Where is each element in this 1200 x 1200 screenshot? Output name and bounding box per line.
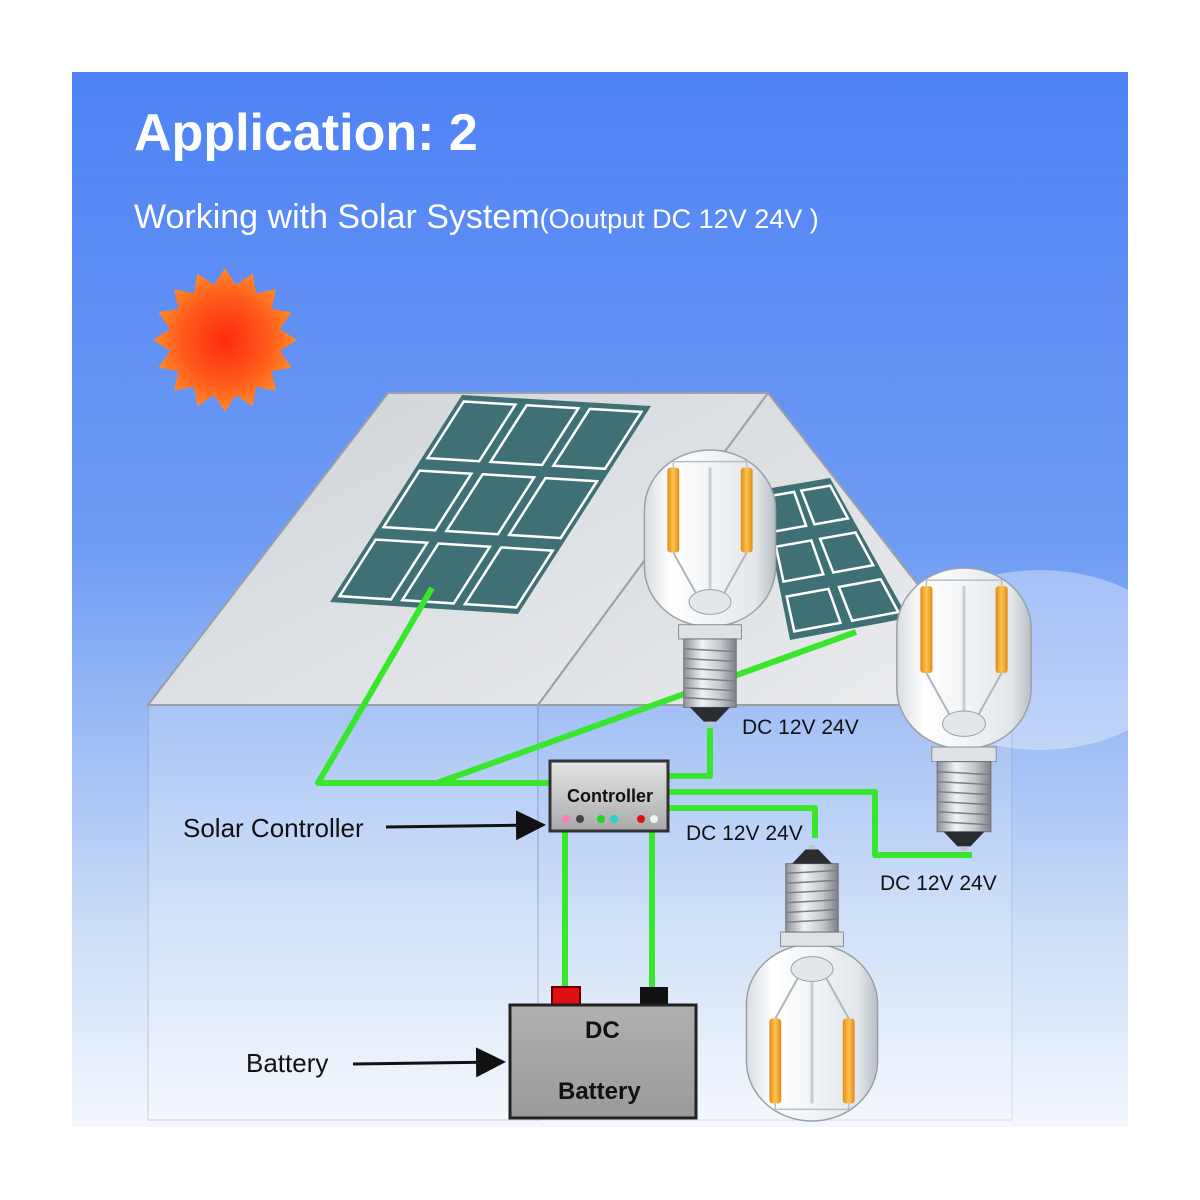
battery-terminal-negative [640,987,668,1007]
house-wall-left [147,704,539,1121]
wire-controller-to-bulb1 [668,728,713,779]
solar-cell [488,403,581,467]
wire-panel2-to-controller [435,629,858,786]
arrow-icon [385,810,546,841]
solar-cell [425,400,518,463]
page-subtitle: Working with Solar System(Ooutput DC 12V… [134,198,819,236]
sun-icon [153,268,297,412]
battery-label: Battery [246,1048,328,1078]
solar-cell [337,538,430,601]
battery-icon: DC Battery [508,986,698,1120]
solar-cell [551,407,644,471]
controller-led [562,815,570,823]
wiring [315,586,972,993]
solar-panel-icon [330,395,651,614]
solar-cell [444,473,537,536]
bulb2-voltage-label: DC 12V 24V [880,872,997,895]
arrow-icon [352,1047,506,1078]
bulb1-voltage-label: DC 12V 24V [742,716,859,739]
controller-box-label: Controller [567,786,653,806]
solar-cell [381,469,474,532]
subtitle-main: Working with Solar System [134,198,540,236]
solar-cell [785,587,843,633]
bulb3-voltage-label: DC 12V 24V [686,822,803,845]
controller-led [637,815,645,823]
solar-cell [507,476,600,540]
solar-cell [799,484,850,526]
page-title: Application: 2 [134,104,478,162]
led-bulb-icon [896,567,1032,851]
solar-cell [400,542,493,605]
wire-controller-to-bulb2 [668,789,972,858]
battery-callout: Battery [246,1047,506,1078]
controller-icon: Controller [548,759,670,833]
solar-cell [462,546,555,609]
subtitle-paren: (Ooutput DC 12V 24V ) [540,204,819,234]
solar-controller-callout: Solar Controller [183,810,546,843]
led-bulb-icon [745,845,879,1122]
controller-led [650,815,658,823]
controller-led [576,815,584,823]
solar-cell [837,577,901,623]
solar-cell [818,531,876,574]
controller-led [597,815,605,823]
wire-panel1-to-controller [315,586,552,786]
battery-box-line2: Battery [558,1078,641,1105]
led-bulb-icon [643,449,777,726]
controller-led [610,815,618,823]
solar-controller-label: Solar Controller [183,813,364,843]
battery-box-line1: DC [585,1017,620,1044]
solar-cell [774,538,825,584]
wire-controller-to-bulb3 [668,805,818,838]
